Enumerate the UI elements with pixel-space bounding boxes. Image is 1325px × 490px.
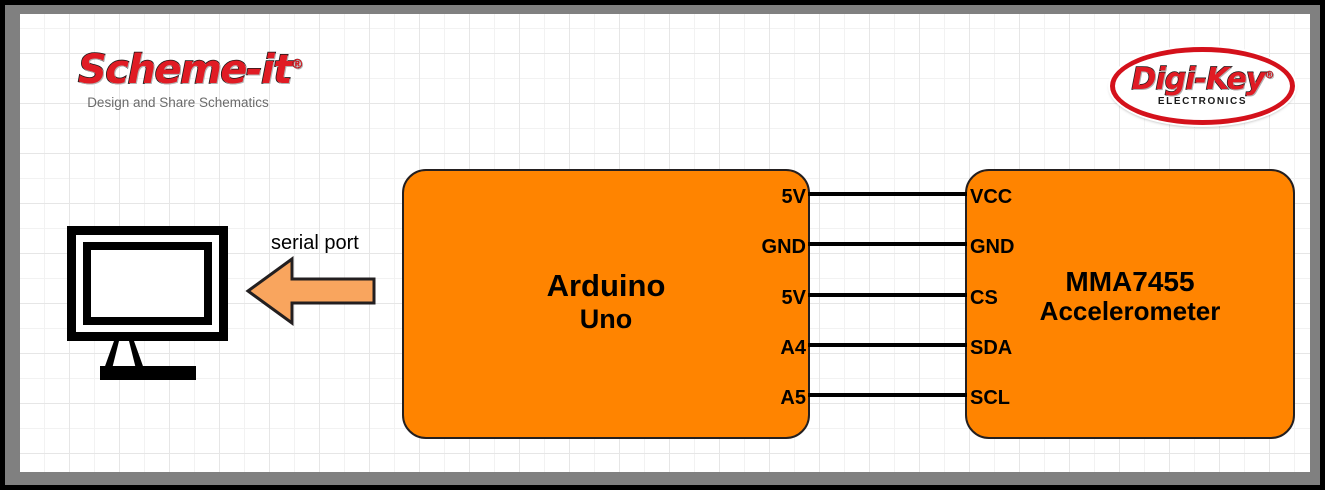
schematic-sheet: Scheme-it® Design and Share Schematics D… bbox=[20, 14, 1310, 472]
digikey-wordmark: Digi-Key® bbox=[1131, 62, 1275, 97]
scheme-it-wordmark-text: Scheme-it bbox=[77, 47, 293, 93]
pin-left-5v-cs: 5V bbox=[781, 287, 806, 309]
digikey-subtitle: ELECTRONICS bbox=[1157, 96, 1248, 107]
monitor-bezel-gap bbox=[76, 235, 219, 332]
pin-right-gnd: GND bbox=[970, 236, 1015, 258]
monitor-neck bbox=[104, 341, 144, 369]
mma7455-title: MMA7455 bbox=[1065, 266, 1195, 297]
monitor-screen bbox=[83, 242, 212, 325]
wire-a4-sda bbox=[808, 343, 967, 347]
wire-gnd-gnd bbox=[808, 242, 967, 246]
computer-monitor-icon bbox=[67, 226, 228, 341]
pin-left-gnd: GND bbox=[761, 236, 806, 258]
pin-right-vcc: VCC bbox=[970, 186, 1013, 208]
arduino-uno-label: Arduino Uno bbox=[404, 268, 808, 334]
scheme-it-logo: Scheme-it® Design and Share Schematics bbox=[77, 49, 304, 110]
pin-right-scl: SCL bbox=[970, 387, 1010, 409]
digikey-wordmark-text: Digi-Key bbox=[1131, 62, 1266, 97]
mma7455-accelerometer-block[interactable]: MMA7455 Accelerometer VCC GND CS SDA SCL bbox=[965, 169, 1295, 439]
pin-left-a5: A5 bbox=[780, 387, 806, 409]
wire-5v-cs bbox=[808, 293, 967, 297]
pin-right-sda: SDA bbox=[970, 337, 1013, 359]
arduino-uno-block[interactable]: Arduino Uno 5V GND 5V A4 A5 bbox=[402, 169, 810, 439]
digikey-registered-icon: ® bbox=[1264, 70, 1274, 81]
serial-port-label: serial port bbox=[271, 232, 359, 254]
serial-port-arrow-icon bbox=[245, 256, 376, 326]
mma7455-label: MMA7455 Accelerometer bbox=[967, 266, 1293, 326]
scheme-it-wordmark: Scheme-it® bbox=[77, 49, 304, 91]
pin-left-a4: A4 bbox=[780, 337, 806, 359]
arduino-subtitle: Uno bbox=[579, 303, 633, 334]
arduino-title: Arduino bbox=[546, 268, 666, 303]
wire-a5-scl bbox=[808, 393, 967, 397]
digikey-logo: Digi-Key® ELECTRONICS bbox=[1110, 47, 1295, 125]
monitor-base bbox=[100, 366, 196, 380]
pin-left-5v-vcc: 5V bbox=[781, 186, 806, 208]
scheme-it-registered-icon: ® bbox=[290, 57, 304, 73]
wire-5v-vcc bbox=[808, 192, 967, 196]
mma7455-subtitle: Accelerometer bbox=[1039, 296, 1221, 327]
scheme-it-tagline: Design and Share Schematics bbox=[87, 95, 269, 110]
pin-right-cs: CS bbox=[970, 287, 998, 309]
